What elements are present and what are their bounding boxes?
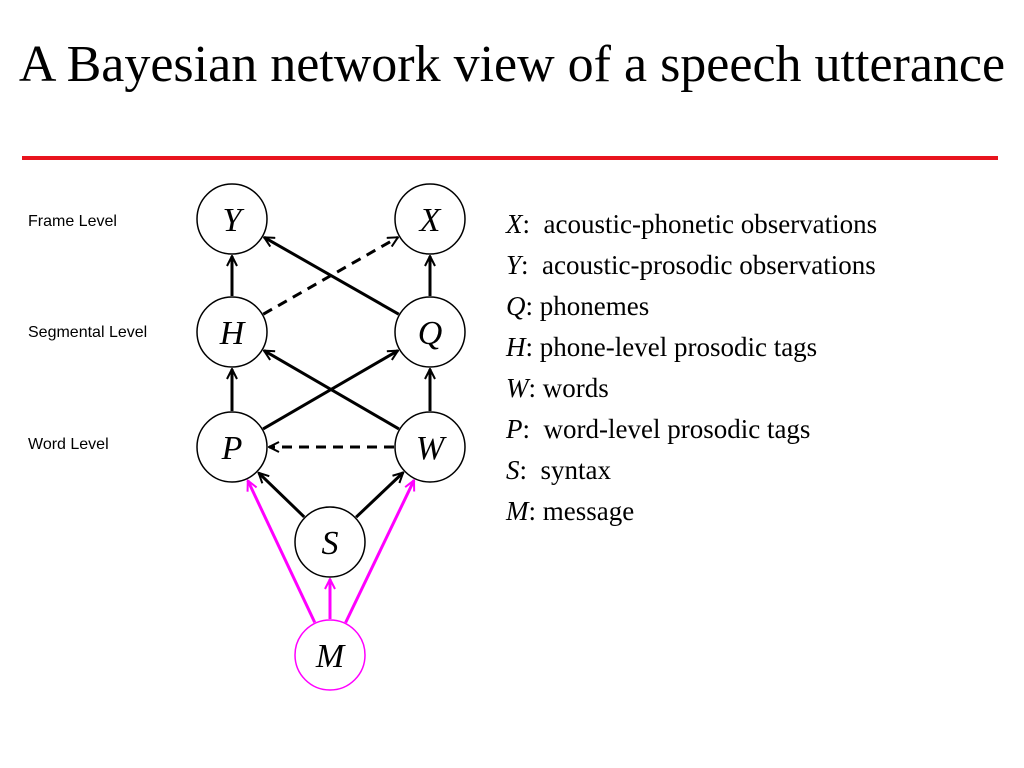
frame-level-label: Frame Level xyxy=(28,213,117,230)
node-w: W xyxy=(394,411,466,483)
edge-layer xyxy=(232,235,430,624)
legend-symbol: Y xyxy=(506,250,522,280)
node-layer: Y X H Q P W S M xyxy=(196,183,466,691)
segmental-level-label: Segmental Level xyxy=(28,324,148,341)
edge-s-to-p xyxy=(259,473,306,518)
legend-description: message xyxy=(542,496,635,526)
node-label: P xyxy=(221,430,243,467)
legend-separator: : xyxy=(525,291,540,321)
edge-m-to-w xyxy=(344,480,416,624)
node-h: H xyxy=(196,296,268,368)
legend-description: phonemes xyxy=(539,291,650,321)
node-circle xyxy=(294,619,366,691)
legend-description: words xyxy=(542,373,609,403)
legend-item: W: words xyxy=(506,368,877,409)
legend-symbol: W xyxy=(506,373,529,403)
legend-item: S: syntax xyxy=(506,450,877,491)
legend-description: acoustic-phonetic observations xyxy=(543,209,878,239)
node-circle xyxy=(196,296,268,368)
node-circle xyxy=(394,411,466,483)
legend-separator: : xyxy=(519,455,541,485)
legend-separator: : xyxy=(521,250,543,280)
edge-p-to-q xyxy=(262,349,398,431)
edge-h-to-x xyxy=(262,235,398,316)
legend-item: Y: acoustic-prosodic observations xyxy=(506,245,877,286)
word-level-label: Word Level xyxy=(28,436,109,453)
node-m: M xyxy=(294,619,366,691)
node-s: S xyxy=(294,506,366,578)
node-p: P xyxy=(196,411,268,483)
node-q: Q xyxy=(394,296,466,368)
node-label: W xyxy=(416,430,447,467)
node-circle xyxy=(196,411,268,483)
legend-symbol: P xyxy=(506,414,523,444)
title-underline xyxy=(22,156,998,160)
node-label: Q xyxy=(418,315,443,352)
legend-description: word-level prosodic tags xyxy=(543,414,811,444)
node-label: Y xyxy=(223,202,245,239)
edge-q-to-y xyxy=(264,235,400,316)
legend-item: H: phone-level prosodic tags xyxy=(506,327,877,368)
node-label: X xyxy=(418,202,442,239)
legend-symbol: M xyxy=(506,496,529,526)
legend-separator: : xyxy=(525,332,540,362)
node-circle xyxy=(394,296,466,368)
edge-m-to-p xyxy=(246,481,317,624)
legend-separator: : xyxy=(528,373,543,403)
legend-item: Q: phonemes xyxy=(506,286,877,327)
legend-item: M: message xyxy=(506,491,877,532)
node-circle xyxy=(294,506,366,578)
legend-description: acoustic-prosodic observations xyxy=(542,250,876,280)
legend-separator: : xyxy=(522,414,544,444)
node-label: S xyxy=(322,525,339,562)
node-label: M xyxy=(315,638,346,675)
legend-separator: : xyxy=(522,209,544,239)
legend-description: syntax xyxy=(540,455,612,485)
node-circle xyxy=(394,183,466,255)
legend-item: P: word-level prosodic tags xyxy=(506,409,877,450)
legend-item: X: acoustic-phonetic observations xyxy=(506,204,877,245)
edge-s-to-w xyxy=(355,473,403,519)
node-x: X xyxy=(394,183,466,255)
legend-symbol: X xyxy=(506,209,523,239)
node-y: Y xyxy=(196,183,268,255)
node-label: H xyxy=(219,315,247,352)
legend-separator: : xyxy=(528,496,543,526)
page-title: A Bayesian network view of a speech utte… xyxy=(18,36,1006,93)
legend-symbol: S xyxy=(506,455,520,485)
node-circle xyxy=(196,183,268,255)
legend-description: phone-level prosodic tags xyxy=(539,332,818,362)
legend-symbol: H xyxy=(506,332,526,362)
legend-symbol: Q xyxy=(506,291,526,321)
